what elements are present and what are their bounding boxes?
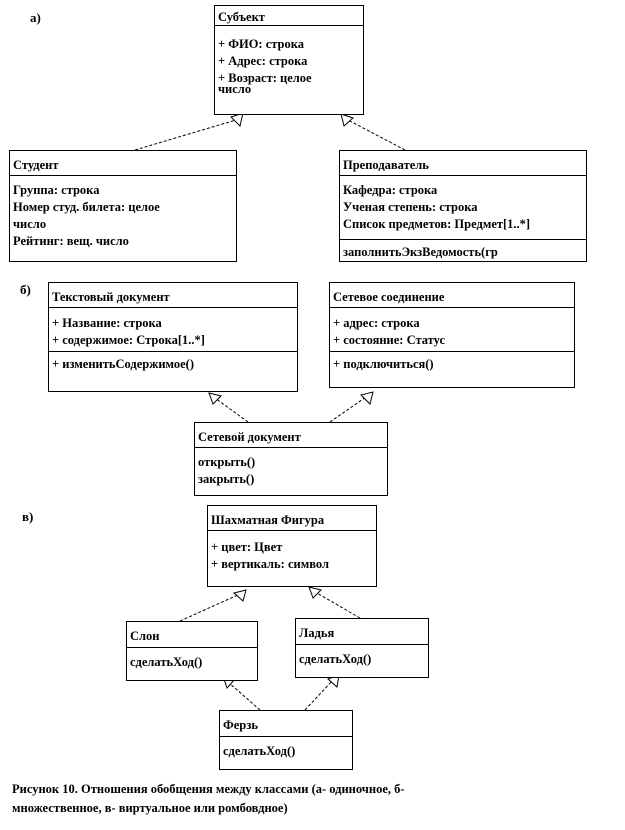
netconn-attr-1: + адрес: строка [333, 316, 420, 330]
link-rook-piece [314, 591, 361, 619]
subject-attr-1: + ФИО: строка [218, 37, 305, 51]
arrowhead-piece-left [232, 589, 247, 602]
class-subject-title: Субъект [218, 10, 265, 24]
label-a: а) [30, 10, 41, 25]
teacher-attr-3: Список предметов: Предмет[1..*] [343, 217, 531, 231]
figure-caption: Рисунок 10. Отношения обобщения между кл… [12, 780, 612, 818]
arrowhead-netconn [360, 391, 374, 405]
class-chess-piece: Шахматная Фигура + цвет: Цвет + вертикал… [207, 505, 377, 587]
student-attr-1: Группа: строка [13, 183, 100, 197]
teacher-attr-1: Кафедра: строка [343, 183, 438, 197]
class-bishop: Слон сделатьХод() [126, 621, 258, 681]
label-b: б) [20, 282, 31, 297]
subject-attr-4: число [218, 82, 252, 96]
student-attr-4: Рейтинг: вещ. число [13, 234, 129, 248]
class-chess-piece-title: Шахматная Фигура [211, 513, 325, 527]
netconn-op-1: + подключиться() [333, 357, 434, 371]
class-network-connection-title: Сетевое соединение [333, 290, 445, 304]
class-subject: Субъект + ФИО: строка + Адрес: строка + … [214, 5, 364, 115]
link-netdoc-textdoc [214, 397, 249, 423]
netconn-attr-2: + состояние: Статус [333, 333, 446, 347]
arrowhead-subject-right [340, 113, 354, 127]
teacher-op-partial: заполнитьЭкзВедомость(гр [343, 245, 498, 259]
caption-line-1: Рисунок 10. Отношения обобщения между кл… [12, 782, 405, 796]
subject-attr-2: + Адрес: строка [218, 54, 308, 68]
class-teacher: Преподаватель Кафедра: строка Ученая сте… [339, 150, 587, 262]
caption-line-2: множественное, в- виртуальное или ромбов… [12, 801, 288, 815]
class-text-document: Текстовый документ + Название: строка + … [48, 282, 298, 392]
textdoc-op-1: + изменитьСодержимое() [52, 357, 194, 371]
link-student-subject [134, 119, 237, 151]
label-v: в) [22, 509, 34, 524]
link-queen-rook [304, 679, 334, 711]
bishop-op-1: сделатьХод() [130, 655, 203, 669]
class-teacher-title: Преподаватель [343, 158, 429, 172]
piece-attr-2: + вертикаль: символ [211, 557, 329, 571]
link-queen-bishop [227, 681, 261, 711]
student-attr-3: число [13, 217, 47, 231]
arrowhead-piece-right [308, 586, 322, 599]
class-rook: Ладья сделатьХод() [295, 618, 429, 678]
class-network-connection: Сетевое соединение + адрес: строка + сос… [329, 282, 575, 388]
class-bishop-title: Слон [130, 629, 160, 643]
link-bishop-piece [179, 593, 241, 622]
class-student: Студент Группа: строка Номер студ. билет… [9, 150, 237, 262]
class-network-document-title: Сетевой документ [198, 430, 301, 444]
class-network-document: Сетевой документ открыть() закрыть() [194, 422, 388, 496]
teacher-attr-2: Ученая степень: строка [343, 200, 478, 214]
link-teacher-subject [347, 119, 406, 151]
class-student-title: Студент [13, 158, 59, 172]
textdoc-attr-2: + содержимое: Строка[1..*] [52, 333, 205, 347]
link-netdoc-netconn [329, 396, 367, 423]
queen-op-1: сделатьХод() [223, 744, 296, 758]
piece-attr-1: + цвет: Цвет [211, 540, 283, 554]
textdoc-attr-1: + Название: строка [52, 316, 162, 330]
rook-op-1: сделатьХод() [299, 652, 372, 666]
class-queen: Ферзь сделатьХод() [219, 710, 353, 770]
netdoc-op-1: открыть() [198, 455, 256, 469]
class-queen-title: Ферзь [223, 718, 259, 732]
netdoc-op-2: закрыть() [198, 472, 255, 486]
arrowhead-textdoc [208, 392, 222, 405]
class-rook-title: Ладья [299, 626, 335, 640]
class-text-document-title: Текстовый документ [52, 290, 170, 304]
student-attr-2: Номер студ. билета: целое [13, 200, 160, 214]
subject-attr-3: + Возраст: целое [218, 71, 312, 85]
